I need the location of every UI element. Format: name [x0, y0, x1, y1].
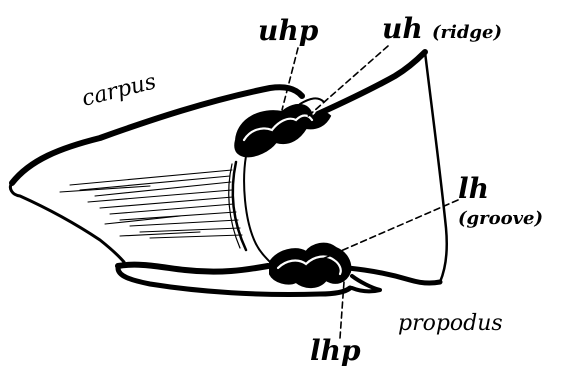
label-carpus: carpus: [79, 69, 158, 112]
carpus-lower-outline: [118, 265, 268, 272]
label-ridge: (ridge): [432, 22, 502, 43]
propodus-upper-inner: [300, 98, 324, 104]
lower-hinge: [270, 244, 350, 287]
label-lhp: lhp: [310, 334, 361, 367]
leader-uhp: [282, 48, 298, 110]
label-groove: (groove): [458, 208, 543, 229]
propodus-right-edge: [425, 52, 447, 282]
label-propodus: propodus: [398, 311, 503, 336]
label-uh: uh: [382, 12, 423, 45]
leader-uh: [306, 46, 388, 118]
propodus-articular-face: [244, 156, 272, 264]
label-uhp: uhp: [258, 14, 319, 47]
propodus-lower-inner: [352, 276, 380, 291]
tendon-striations: [60, 170, 242, 238]
label-lh: lh: [458, 172, 489, 205]
